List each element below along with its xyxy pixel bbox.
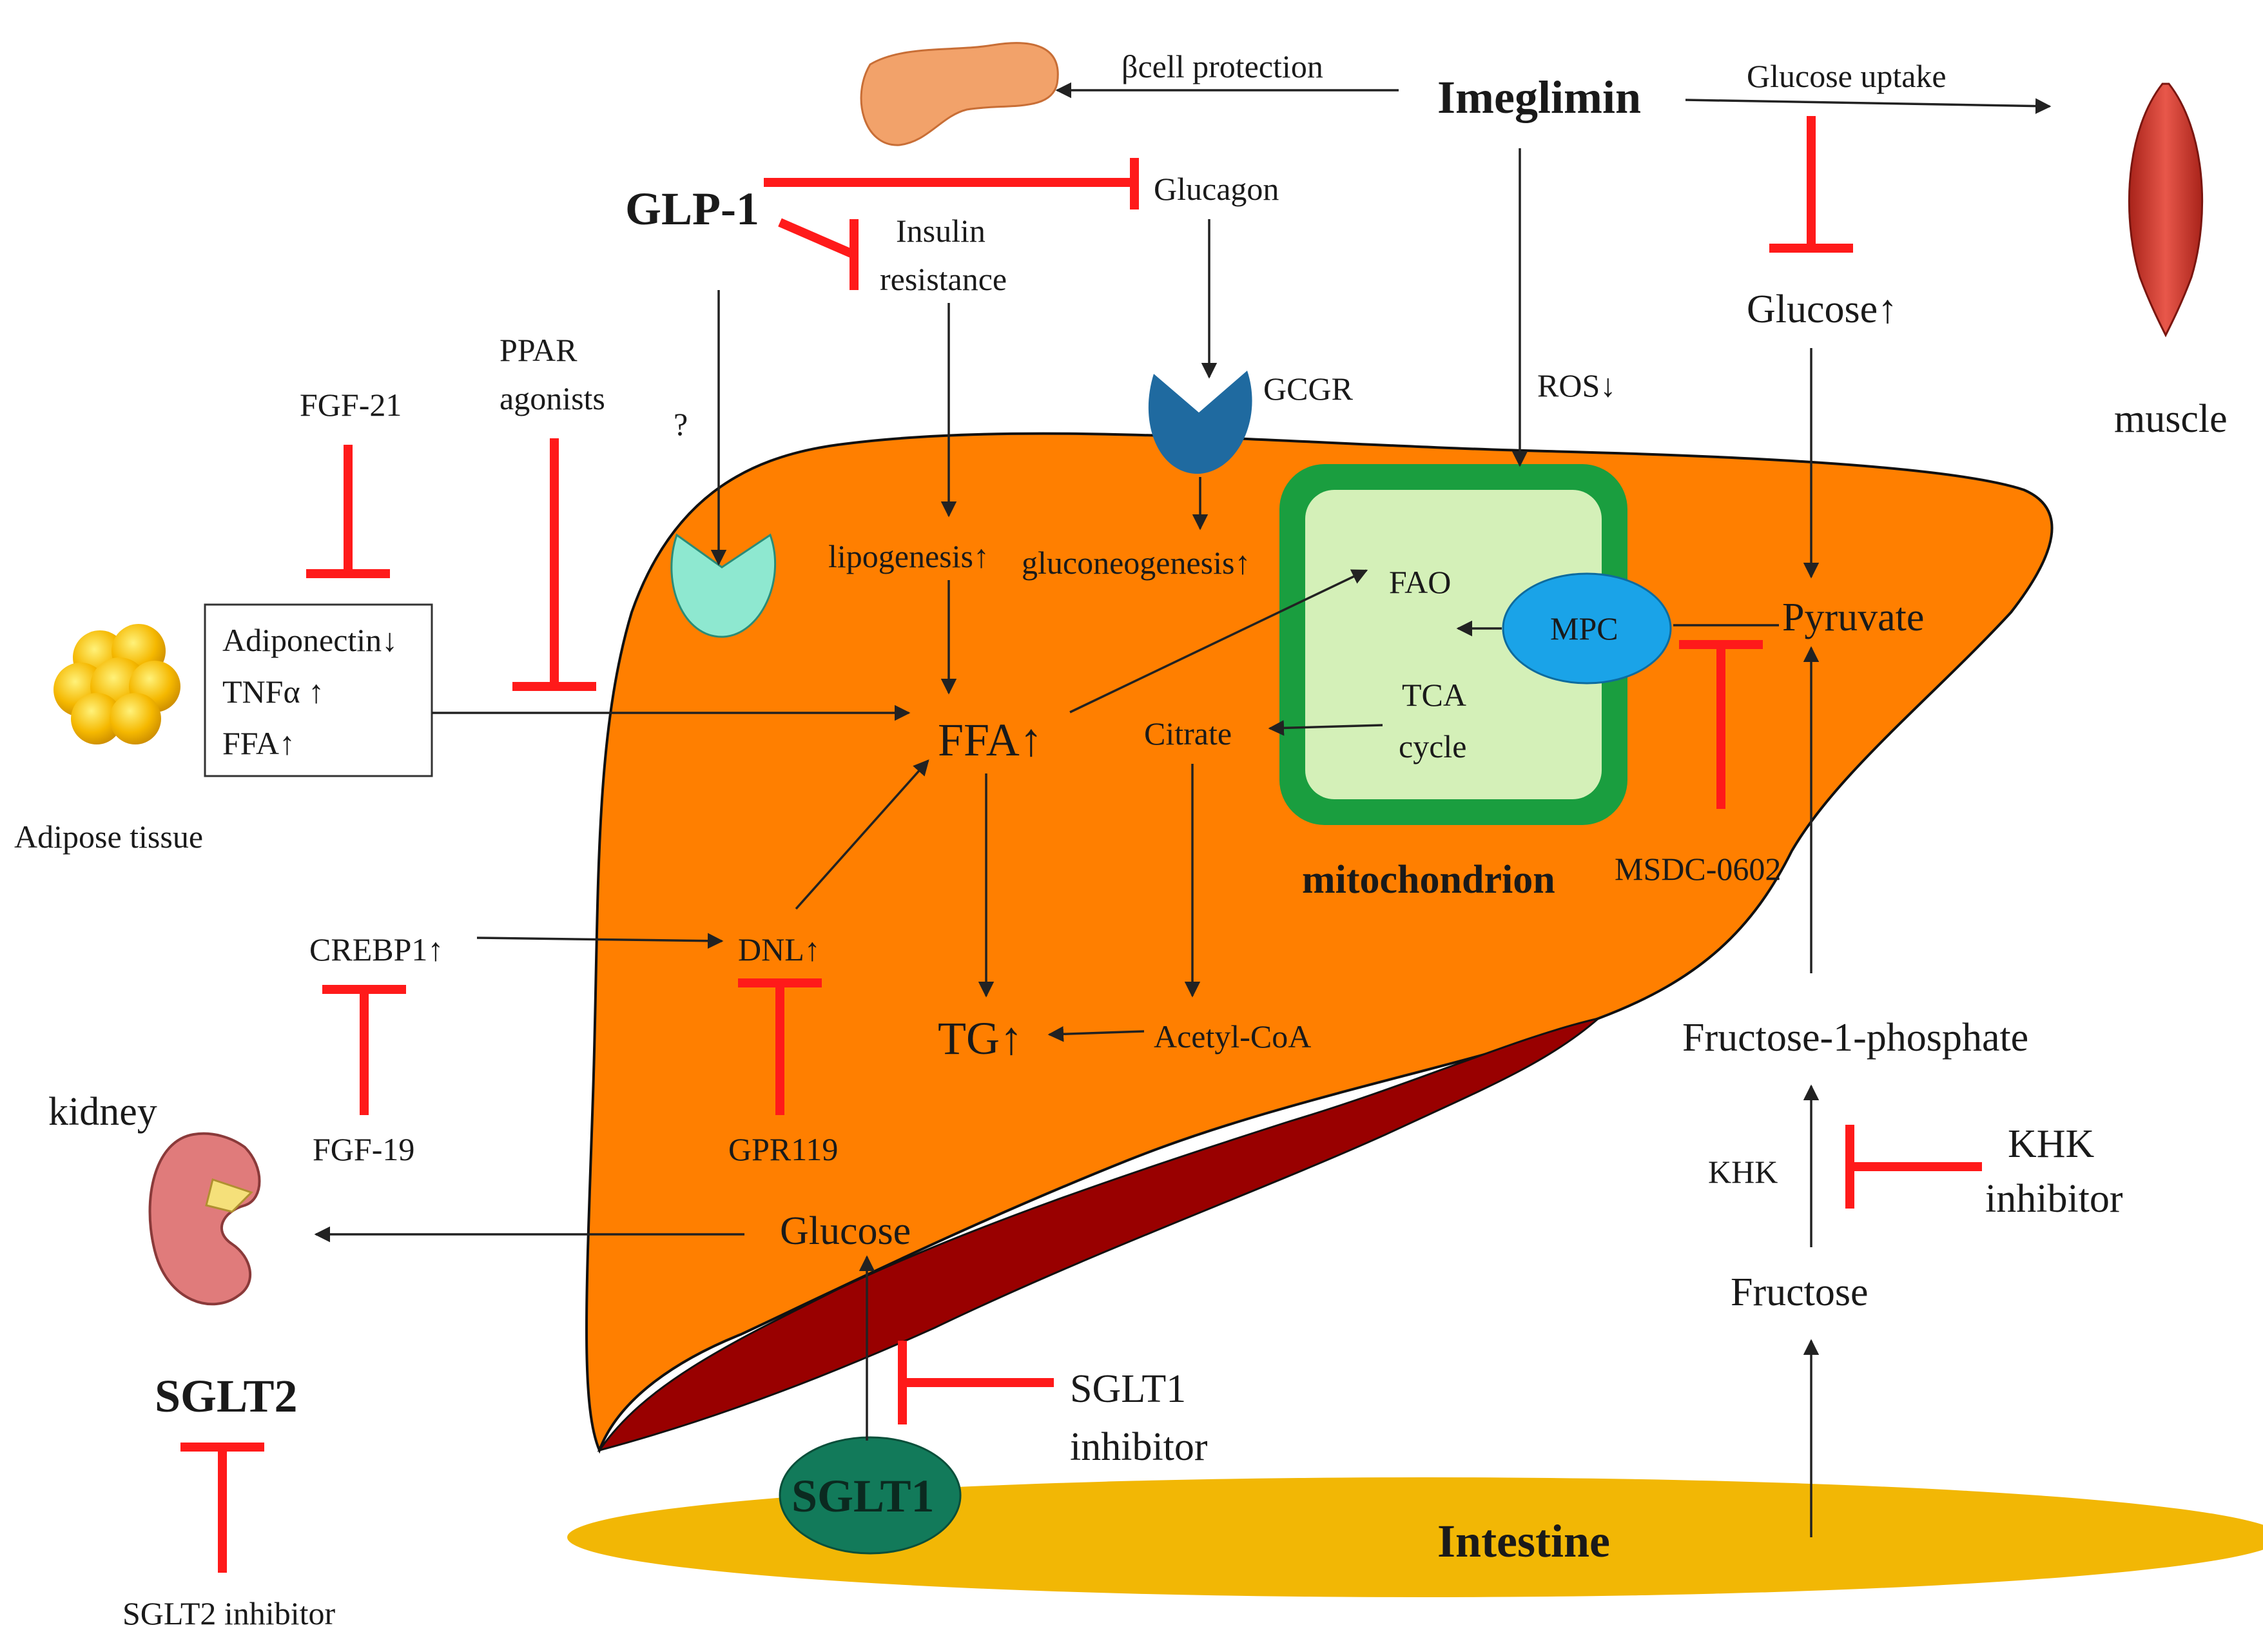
label-tnfa: TNFα ↑: [222, 674, 324, 710]
label-imeglimin: Imeglimin: [1437, 72, 1641, 123]
label-mpc: MPC: [1550, 610, 1618, 646]
muscle-icon: [2128, 83, 2204, 338]
label-glucose-liver: Glucose: [780, 1209, 911, 1253]
label-agonists: agonists: [500, 380, 605, 416]
label-mitochondrion: mitochondrion: [1302, 858, 1555, 902]
label-sglt1-inhibitor-2: inhibitor: [1070, 1425, 1208, 1469]
inhibit-glp1-insulin-resistance: [778, 218, 859, 290]
label-fgf19: FGF-19: [313, 1131, 414, 1167]
sglt1-transporter: [779, 1436, 962, 1555]
label-intestine: Intestine: [1437, 1515, 1610, 1567]
label-gpr119: GPR119: [728, 1131, 838, 1167]
label-khk-inhibitor-2: inhibitor: [1985, 1177, 2123, 1221]
arrow-ffa-fao: [1069, 569, 1368, 714]
label-sglt1-inhibitor-1: SGLT1: [1070, 1367, 1186, 1411]
label-cycle: cycle: [1399, 728, 1466, 764]
glp1-receptor-icon: [670, 533, 777, 638]
inhibit-sglt2: [180, 1443, 264, 1573]
inhibit-glp1-glucagon: [764, 158, 1139, 209]
arrow-dnl-ffa: [795, 759, 929, 910]
label-sglt1: SGLT1: [792, 1470, 934, 1522]
label-question: ?: [674, 406, 688, 442]
label-kidney: kidney: [48, 1090, 157, 1134]
label-lipogenesis: lipogenesis↑: [828, 538, 989, 574]
arrow-crebp1-dnl: [476, 933, 724, 949]
arrow-acetylcoa-tg: [1047, 1026, 1145, 1042]
label-citrate: Citrate: [1144, 715, 1232, 752]
inhibit-msdc: [1679, 640, 1763, 809]
inhibit-ppar: [512, 438, 596, 691]
label-beta-cell-protection: βcell protection: [1122, 48, 1323, 84]
label-ffa: FFA↑: [938, 714, 1043, 766]
arrow-tca-citrate: [1268, 720, 1383, 736]
label-crebp1: CREBP1↑: [309, 931, 443, 967]
pancreas-icon: [860, 42, 1059, 146]
label-ppar: PPAR: [500, 332, 578, 368]
adipokine-box: [204, 603, 433, 777]
label-gluconeogenesis: gluconeogenesis↑: [1022, 545, 1250, 581]
label-sglt2-inhibitor: SGLT2 inhibitor: [122, 1595, 335, 1631]
kidney-icon: [148, 1132, 261, 1306]
label-glucagon: Glucagon: [1154, 171, 1279, 207]
label-ffa-box: FFA↑: [222, 725, 295, 761]
label-fructose-1-phosphate: Fructose-1-phosphate: [1682, 1016, 2028, 1060]
adipose-icon: [53, 624, 180, 744]
label-tca: TCA: [1402, 677, 1466, 713]
gcgr-receptor-icon: [1148, 371, 1252, 474]
label-adiponectin: Adiponectin↓: [222, 622, 398, 658]
label-adipose-tissue: Adipose tissue: [14, 819, 203, 855]
portal-band-shape: [597, 1017, 1599, 1452]
label-muscle: muscle: [2114, 397, 2228, 441]
inhibit-khk: [1845, 1125, 1982, 1209]
label-glucose-uptake: Glucose uptake: [1747, 58, 1947, 94]
mpc-transporter: [1502, 572, 1672, 685]
label-fructose: Fructose: [1731, 1270, 1869, 1314]
label-msdc: MSDC-0602: [1615, 851, 1781, 887]
arrow-glucose-uptake: [1685, 98, 2052, 114]
label-khk-inhibitor-1: KHK: [2008, 1122, 2095, 1166]
label-khk: KHK: [1708, 1154, 1778, 1190]
inhibit-imeglimin-glucose: [1769, 116, 1853, 253]
mitochondrion-inner: [1305, 490, 1602, 799]
label-fgf21: FGF-21: [300, 387, 402, 423]
label-acetyl-coa: Acetyl-CoA: [1154, 1018, 1311, 1054]
inhibit-fgf19: [322, 985, 406, 1115]
label-resistance: resistance: [880, 261, 1007, 297]
inhibit-fgf21: [306, 445, 390, 578]
label-fao: FAO: [1389, 564, 1451, 600]
label-tg: TG↑: [938, 1013, 1023, 1064]
inhibit-gpr119: [738, 978, 822, 1115]
inhibit-sglt1: [898, 1341, 1054, 1424]
label-pyruvate: Pyruvate: [1782, 596, 1924, 639]
label-dnl: DNL↑: [738, 931, 821, 967]
label-insulin: Insulin: [896, 213, 986, 249]
label-glp1: GLP-1: [625, 183, 759, 235]
label-sglt2: SGLT2: [155, 1370, 297, 1422]
label-ros: ROS↓: [1537, 367, 1616, 403]
intestine-shape: [567, 1477, 2263, 1597]
label-gcgr: GCGR: [1263, 371, 1354, 407]
label-glucose-muscle: Glucose↑: [1747, 287, 1898, 331]
